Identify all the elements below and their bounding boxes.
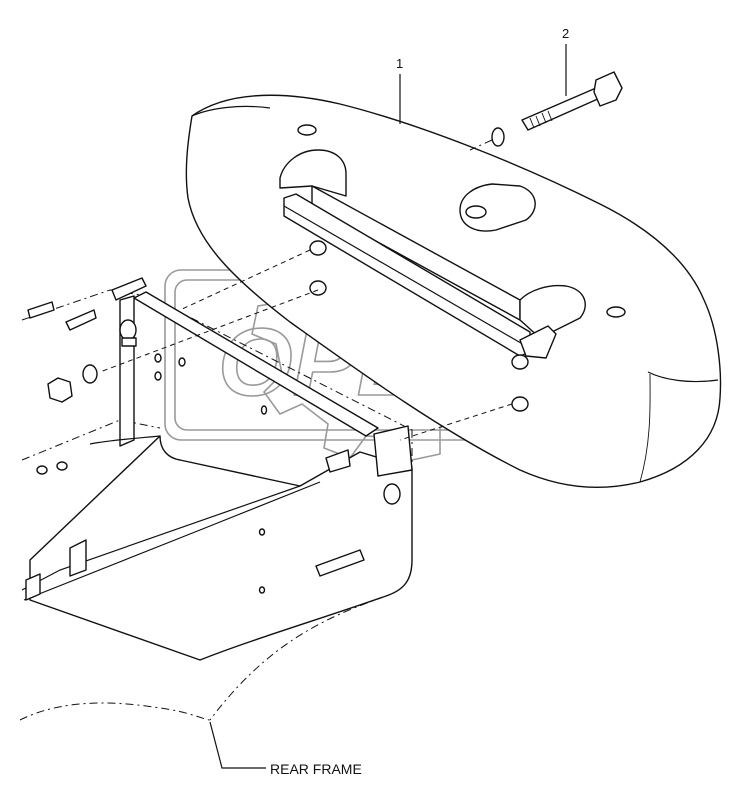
callout-2: 2 [562,26,569,96]
bracket-hole-2 [154,371,162,381]
rear-frame-label: REAR FRAME [270,761,362,777]
frame-clip-1 [111,277,147,301]
frame-right-cutout [383,483,401,505]
frame-right-bracket [373,425,413,477]
rail-boss-4 [511,396,529,412]
centerline-lower [399,403,513,441]
callout-1: 1 [396,56,403,124]
centerline-mid [99,289,319,373]
counterweight-right-hole [606,306,626,318]
rear-frame-leader [209,721,266,769]
mounting-rail-edge [283,205,527,347]
rear-frame-lower-outline [21,419,161,461]
bolt-head [593,71,623,107]
rail-boss-1 [309,240,327,256]
counterweight-side-edge [647,371,719,383]
centerline-upper [179,249,311,311]
frame-lower-curve [89,435,161,445]
bolt-washer [491,127,505,147]
bracket-slot [121,337,137,347]
rear-frame-side-plate [29,435,413,661]
plate-block [315,549,365,577]
bolt-thread [529,110,553,129]
frame-stud [260,405,268,415]
bolt-shank [521,87,601,131]
bracket-cutout [119,319,137,341]
counterweight-right-slot [459,183,536,232]
rear-frame-base-outline [19,702,211,721]
plate-hole-2 [258,586,266,594]
frame-clip-3 [27,301,55,319]
rear-frame-left-bracket [119,295,135,447]
counterweight-slot-bolt [465,205,487,219]
rear-frame-inner-edge [23,481,321,601]
callout-rear-frame: REAR FRAME [209,721,362,777]
callout-2-number: 2 [562,26,569,41]
bolt-centerline [469,139,493,151]
rear-frame [19,277,413,721]
bolt-assembly [469,71,623,151]
nut [47,377,73,403]
counterweight-top-edge [191,105,271,117]
frame-lower-rib-1 [69,539,87,577]
mounting-rail-lip [519,325,557,359]
alignment-lines [99,249,513,441]
nut-washer [82,364,98,384]
frame-lower-rib-2 [25,573,41,601]
frame-lower-hole-2 [56,461,68,471]
rail-boss-2 [309,280,327,296]
counterweight-left-pocket [279,149,347,197]
rear-frame-cross-plate [133,291,379,437]
frame-clip-2 [65,309,97,331]
plate-hole-1 [258,528,266,536]
bracket-hole-3 [178,357,186,367]
rail-boss-3 [511,354,529,370]
counterweight-lower-edge [639,373,651,483]
bracket-hole-1 [154,353,162,363]
counterweight-groove-end [519,284,586,339]
counterweight-top-hole [297,124,317,136]
counterweight [185,94,722,489]
callout-1-number: 1 [396,56,403,71]
frame-lower-hole-1 [36,465,48,475]
frame-right-bracket-tab [325,449,351,473]
